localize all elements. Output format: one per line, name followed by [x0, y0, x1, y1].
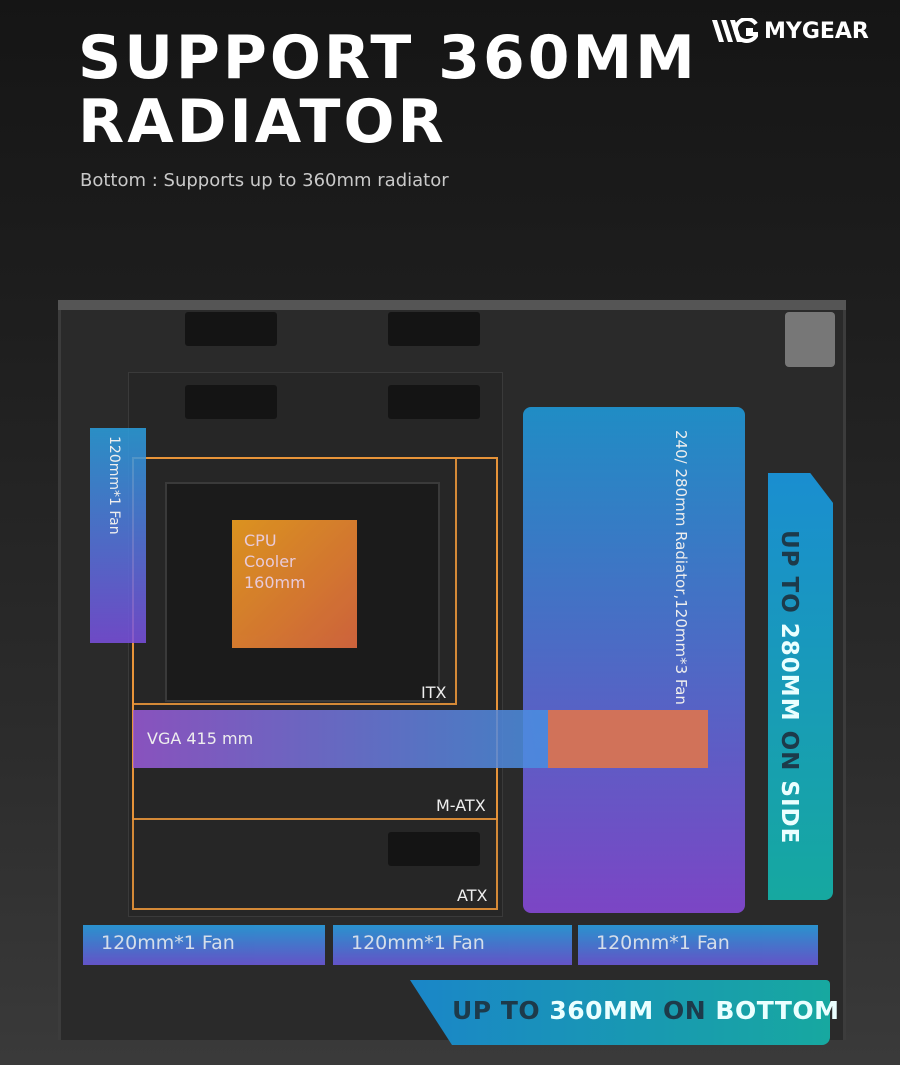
cpu-cooler-zone: CPU Cooler 160mm	[232, 520, 357, 648]
tray-cutout	[388, 832, 480, 866]
banner-part: UP TO	[776, 530, 802, 623]
bottom-banner	[410, 980, 830, 1045]
tray-cutout	[388, 385, 480, 419]
bottom-banner-text: UP TO 360MM ON BOTTOM	[452, 996, 840, 1025]
vga-overlap-zone	[548, 710, 708, 768]
radiator-label-line: 120mm*3 Fan	[672, 599, 690, 705]
bottom-fan-1: 120mm*1 Fan	[83, 925, 325, 965]
case-top-glass	[58, 300, 846, 310]
banner-part: BOTTOM	[715, 996, 840, 1025]
radiator-label-line: 240/ 280mm Radiator,	[672, 430, 690, 600]
title-line-2: RADIATOR	[78, 87, 447, 157]
banner-part: UP TO	[452, 996, 550, 1025]
title-line-1: SUPPORT 360MM	[78, 23, 698, 93]
vga-label: VGA 415 mm	[147, 729, 254, 748]
cpu-label: CPU	[244, 531, 277, 550]
radiator-zone	[523, 407, 745, 913]
side-banner	[768, 473, 833, 900]
matx-label: M-ATX	[436, 796, 486, 815]
banner-part: 280MM	[776, 622, 802, 731]
left-fan-zone	[90, 428, 146, 643]
brand-logo: MYGEAR	[712, 18, 869, 44]
itx-label: ITX	[421, 683, 447, 702]
brand-name: MYGEAR	[764, 18, 869, 44]
banner-part: ON	[776, 730, 802, 781]
bottom-fan-3: 120mm*1 Fan	[578, 925, 818, 965]
top-vent	[388, 312, 480, 346]
banner-part: ON	[663, 996, 716, 1025]
banner-part: SIDE	[776, 780, 802, 845]
subtitle: Bottom : Supports up to 360mm radiator	[80, 170, 449, 191]
cpu-label: Cooler	[244, 552, 296, 571]
tray-cutout	[185, 385, 277, 419]
radiator-label: 240/ 280mm Radiator,120mm*3 Fan	[670, 430, 691, 705]
top-vent	[185, 312, 277, 346]
mygear-logo-icon	[712, 18, 758, 43]
banner-part: 360MM	[549, 996, 663, 1025]
atx-label: ATX	[457, 886, 488, 905]
cpu-label: 160mm	[244, 573, 306, 592]
case-corner-bracket	[785, 312, 835, 367]
left-fan-label: 120mm*1 Fan	[106, 436, 122, 535]
side-banner-text: UP TO 280MM ON SIDE	[776, 530, 802, 844]
bottom-fan-2: 120mm*1 Fan	[333, 925, 572, 965]
